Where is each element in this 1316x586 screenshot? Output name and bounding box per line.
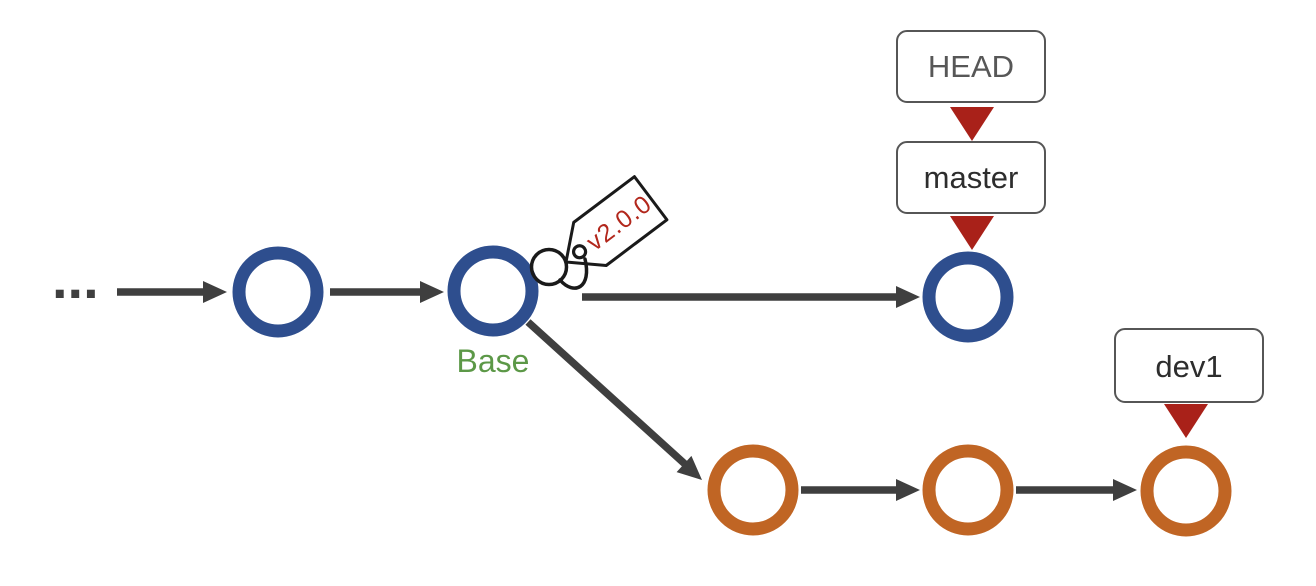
- arrow-head: [676, 455, 702, 480]
- arrow-dev1-to-dev2: [801, 479, 920, 501]
- arrow-head: [896, 286, 920, 308]
- dev1-branch-label: dev1: [1155, 349, 1222, 384]
- master-branch-box: [896, 141, 1046, 214]
- pointer-master-to-commit: [950, 216, 994, 250]
- arrow-head: [420, 281, 444, 303]
- commit-node-dev-2: [922, 444, 1014, 536]
- head-ref-label: HEAD: [928, 49, 1014, 84]
- commit-node-main-1: [232, 246, 324, 338]
- commit-node-base: [447, 245, 539, 337]
- dev1-branch-box: [1114, 328, 1264, 403]
- pointer-dev1-to-commit: [1164, 404, 1208, 438]
- arrow-shaft: [525, 319, 689, 468]
- arrow-commit1-to-base: [330, 281, 444, 303]
- arrow-base-to-dev1-branch: [525, 319, 702, 480]
- arrow-history-to-commit1: [117, 281, 227, 303]
- tag-wire-ring: [529, 247, 569, 287]
- earlier-commits-ellipsis: ...: [52, 247, 99, 310]
- arrow-head: [896, 479, 920, 501]
- arrow-head: [1113, 479, 1137, 501]
- pointer-head-to-master: [950, 107, 994, 141]
- tag-shape: [564, 175, 669, 268]
- tag-wire-hook: [558, 257, 589, 290]
- commit-node-main-tip: [922, 251, 1014, 343]
- master-branch-label: master: [924, 160, 1019, 195]
- commit-node-dev-1: [707, 444, 799, 536]
- commit-node-dev-tip: [1140, 445, 1232, 537]
- base-commit-label: Base: [457, 343, 530, 379]
- arrow-dev2-to-dev-tip: [1016, 479, 1137, 501]
- arrow-head: [203, 281, 227, 303]
- head-ref-box: [896, 30, 1046, 103]
- arrow-base-to-main-tip: [582, 286, 920, 308]
- tag-hole: [571, 244, 588, 260]
